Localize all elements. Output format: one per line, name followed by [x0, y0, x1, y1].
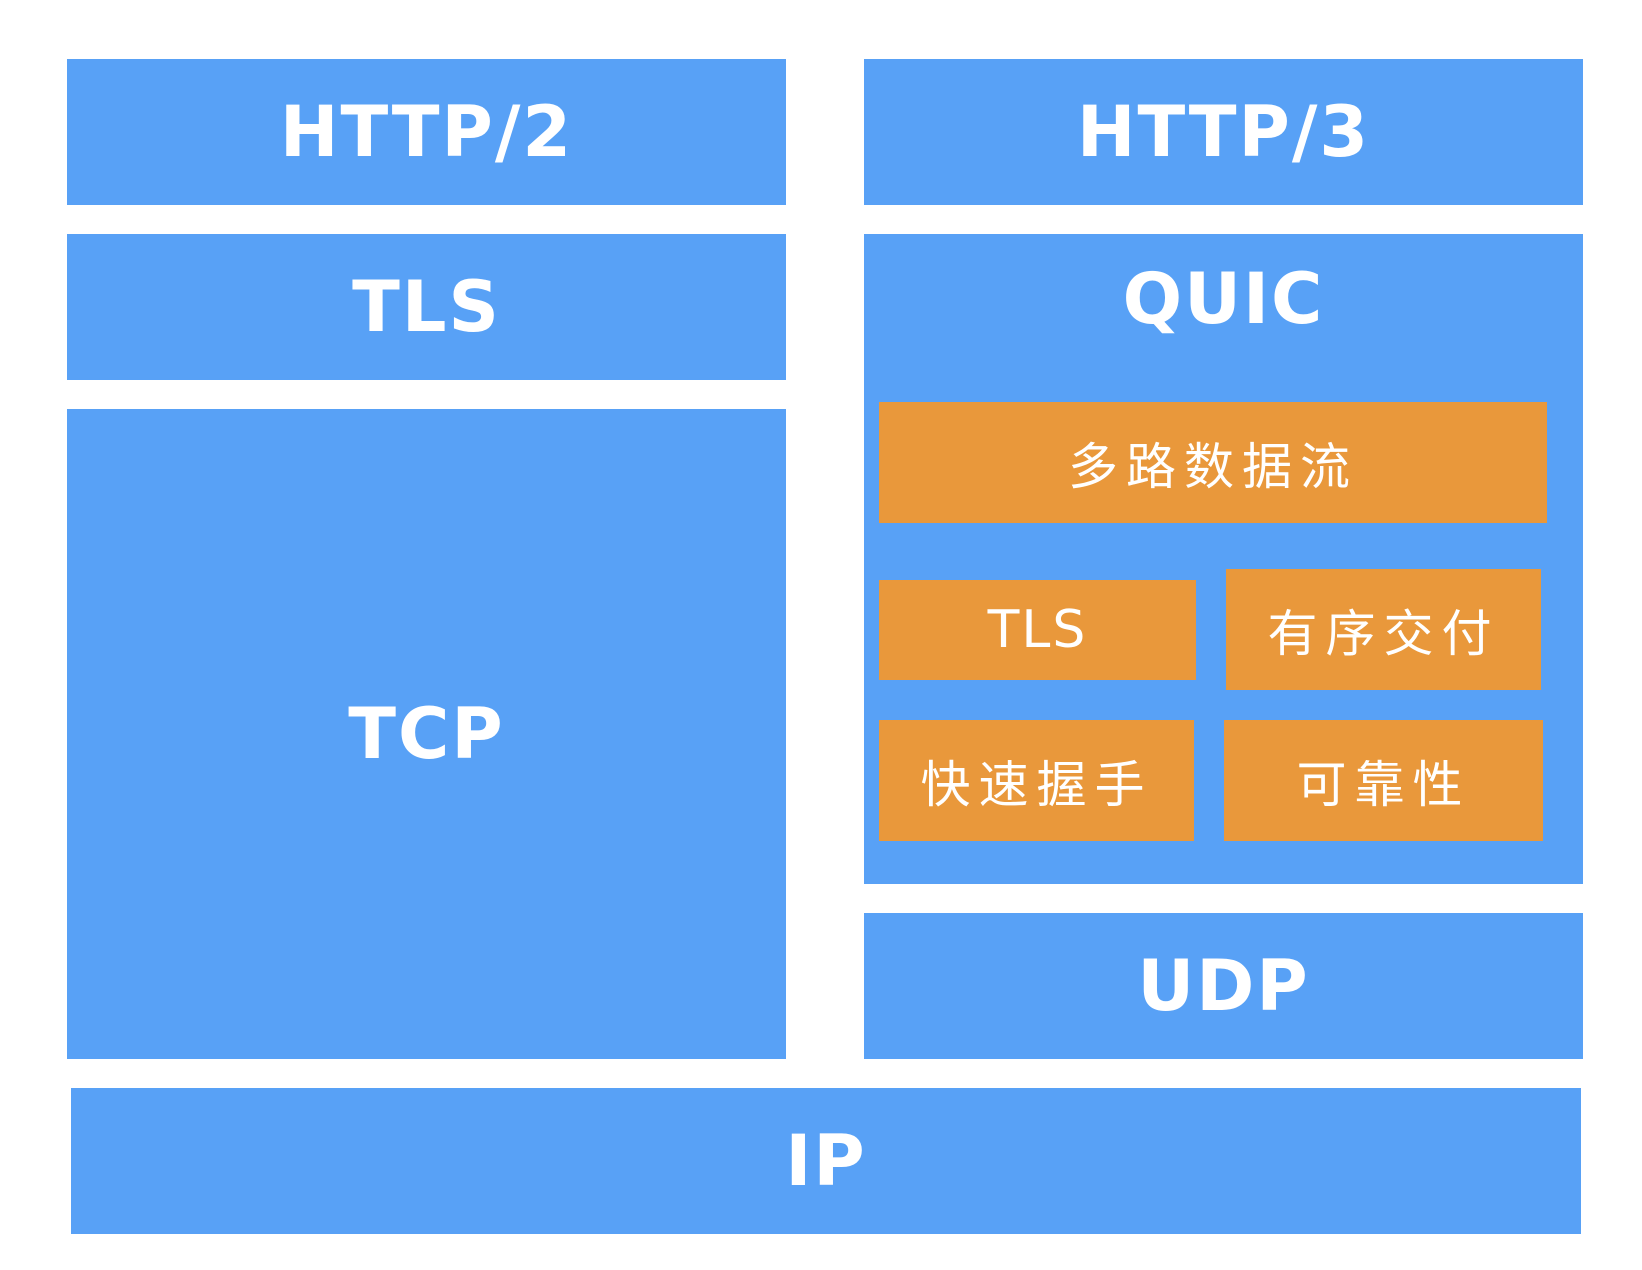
tcp-layer: TCP [67, 409, 786, 1059]
udp-label: UDP [1137, 945, 1310, 1027]
tls-layer: TLS [67, 234, 786, 380]
tcp-label: TCP [348, 693, 505, 775]
ordered-delivery-label: 有序交付 [1267, 604, 1500, 663]
multiplexing-feature: 多路数据流 [879, 402, 1547, 523]
ip-label: IP [785, 1120, 867, 1202]
quic-label: QUIC [1122, 258, 1325, 340]
tls-label: TLS [352, 266, 501, 348]
http2-layer: HTTP/2 [67, 59, 786, 205]
ordered-delivery-feature: 有序交付 [1226, 569, 1541, 690]
quic-tls-feature: TLS [879, 580, 1196, 680]
reliability-label: 可靠性 [1296, 755, 1471, 814]
udp-layer: UDP [864, 913, 1583, 1059]
quic-tls-label: TLS [987, 600, 1088, 660]
fast-handshake-label: 快速握手 [920, 755, 1153, 814]
http3-layer: HTTP/3 [864, 59, 1583, 205]
multiplexing-label: 多路数据流 [1068, 437, 1358, 496]
http2-label: HTTP/2 [279, 91, 574, 173]
fast-handshake-feature: 快速握手 [879, 720, 1194, 841]
reliability-feature: 可靠性 [1224, 720, 1543, 841]
http3-label: HTTP/3 [1076, 91, 1371, 173]
ip-layer: IP [71, 1088, 1581, 1234]
